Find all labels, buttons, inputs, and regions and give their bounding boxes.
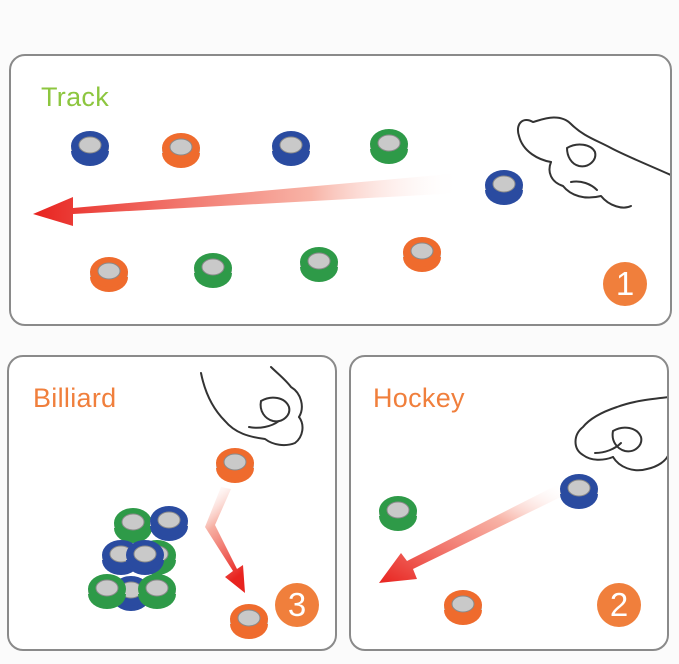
arrow-icon (33, 173, 461, 226)
magnetic-ring-icon (150, 506, 188, 541)
billiard-illustration (88, 366, 304, 639)
arrow-icon (379, 485, 565, 583)
magnetic-ring-icon (194, 253, 232, 288)
magnetic-ring-icon (126, 540, 164, 575)
step-badge: 1 (603, 262, 647, 306)
hand-icon (200, 366, 304, 447)
step-badge: 2 (597, 583, 641, 627)
magnetic-ring-icon (162, 133, 200, 168)
hand-icon (517, 116, 670, 209)
hockey-panel: Hockey 2 (349, 355, 669, 651)
magnetic-ring-icon (560, 474, 598, 509)
magnetic-ring-icon (138, 574, 176, 609)
track-panel: Track 1 (9, 54, 672, 326)
magnetic-ring-icon (216, 448, 254, 483)
panel-title: Track (41, 82, 109, 112)
magnetic-ring-icon (90, 257, 128, 292)
billiard-panel: Billiard 3 (7, 355, 337, 651)
step-badge: 3 (275, 583, 319, 627)
hand-icon (574, 396, 667, 472)
magnetic-ring-icon (114, 508, 152, 543)
magnetic-ring-icon (71, 131, 109, 166)
magnetic-ring-icon (230, 604, 268, 639)
track-illustration (33, 116, 670, 292)
magnetic-ring-icon (379, 496, 417, 531)
magnetic-ring-icon (485, 170, 523, 205)
magnetic-ring-icon (300, 247, 338, 282)
hockey-illustration (379, 396, 667, 625)
magnetic-ring-icon (403, 237, 441, 272)
magnetic-ring-icon (272, 131, 310, 166)
magnetic-ring-icon (370, 129, 408, 164)
arrow-icon (205, 487, 245, 593)
magnetic-ring-icon (444, 590, 482, 625)
panel-title: Billiard (33, 383, 117, 413)
magnetic-ring-icon (88, 574, 126, 609)
panel-title: Hockey (373, 383, 465, 413)
